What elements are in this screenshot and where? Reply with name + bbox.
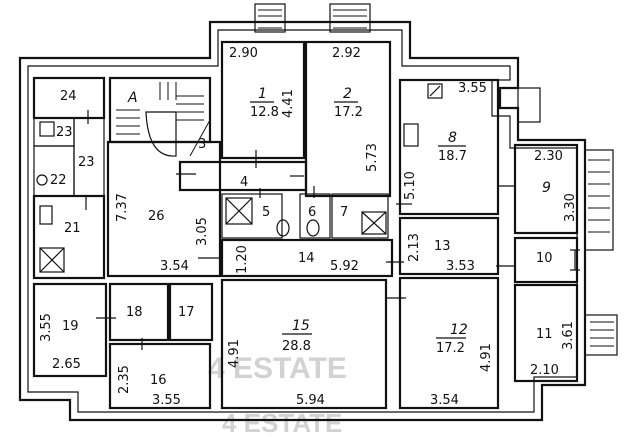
door-marks [85, 110, 516, 350]
room-19-height: 3.55 [39, 313, 54, 342]
room-15-number: 15 [292, 318, 310, 334]
room-8-length: 5.10 [403, 171, 418, 200]
room-13-length: 3.53 [446, 259, 475, 274]
room-26-height: 3.05 [195, 217, 210, 246]
room-13-width: 2.13 [407, 233, 422, 262]
room-1-area: 12.8 [250, 105, 279, 120]
room-6-number: 6 [308, 205, 316, 220]
room-16-number: 16 [150, 373, 167, 388]
room-15-width: 5.94 [296, 393, 325, 408]
room-14-width: 1.20 [235, 245, 250, 274]
room-7-number: 7 [340, 205, 348, 220]
room-23a-number: 23 [56, 125, 73, 140]
room-8-width: 3.55 [458, 81, 487, 96]
room-4-number: 4 [240, 175, 248, 190]
room-26-length: 7.37 [115, 193, 130, 222]
room-19-width: 2.65 [52, 357, 81, 372]
room-16-height: 2.35 [117, 365, 132, 394]
room-18-number: 18 [126, 305, 143, 320]
room-24-number: 24 [60, 89, 77, 104]
room-12-area: 17.2 [436, 341, 465, 356]
stair-a-hatch [116, 82, 211, 157]
room-15-length: 4.91 [227, 339, 242, 368]
room-12-length: 4.91 [479, 343, 494, 372]
room-8-number: 8 [448, 130, 457, 146]
room-10-number: 10 [536, 251, 553, 266]
room-2-number: 2 [343, 86, 352, 102]
room-1-length: 4.41 [281, 89, 296, 118]
room-2-width: 2.92 [332, 46, 361, 61]
room-15-area: 28.8 [282, 339, 311, 354]
room-26-number: 26 [148, 209, 165, 224]
watermark-bottom: 4 ESTATE [222, 408, 342, 437]
room-2-length: 5.73 [365, 143, 380, 172]
room-19-number: 19 [62, 319, 79, 334]
room-1-width: 2.90 [229, 46, 258, 61]
room-12-width: 3.54 [430, 393, 459, 408]
fixtures [36, 83, 580, 273]
stair-a-letter: A [127, 90, 138, 106]
room-16-width: 3.55 [152, 393, 181, 408]
room-9-number: 9 [542, 180, 551, 196]
room-11-width: 2.10 [530, 363, 559, 378]
room-21-number: 21 [64, 221, 81, 236]
room-23b-number: 23 [78, 155, 95, 170]
room-13-number: 13 [434, 239, 451, 254]
right-stairs [517, 87, 618, 356]
top-stairs [254, 3, 371, 33]
room-22-number: 22 [50, 173, 67, 188]
room-9-width: 2.30 [534, 149, 563, 164]
room-11-length: 3.61 [561, 321, 576, 350]
room-14-number: 14 [298, 251, 315, 266]
room-1-number: 1 [258, 86, 267, 102]
room-17-number: 17 [178, 305, 195, 320]
room-labels: 2.90 1 12.8 4.41 2.92 2 17.2 5.73 A 3 4 … [39, 46, 578, 408]
watermark-main: 4 ESTATE [208, 352, 347, 385]
room-8-area: 18.7 [438, 149, 467, 164]
room-14-length: 5.92 [330, 259, 359, 274]
room-2-area: 17.2 [334, 105, 363, 120]
room-3-number: 3 [198, 137, 206, 152]
room-9-length: 3.30 [563, 193, 578, 222]
room-12-number: 12 [450, 322, 468, 338]
room-26-width: 3.54 [160, 259, 189, 274]
room-11-number: 11 [536, 327, 553, 342]
room-5-number: 5 [262, 205, 270, 220]
